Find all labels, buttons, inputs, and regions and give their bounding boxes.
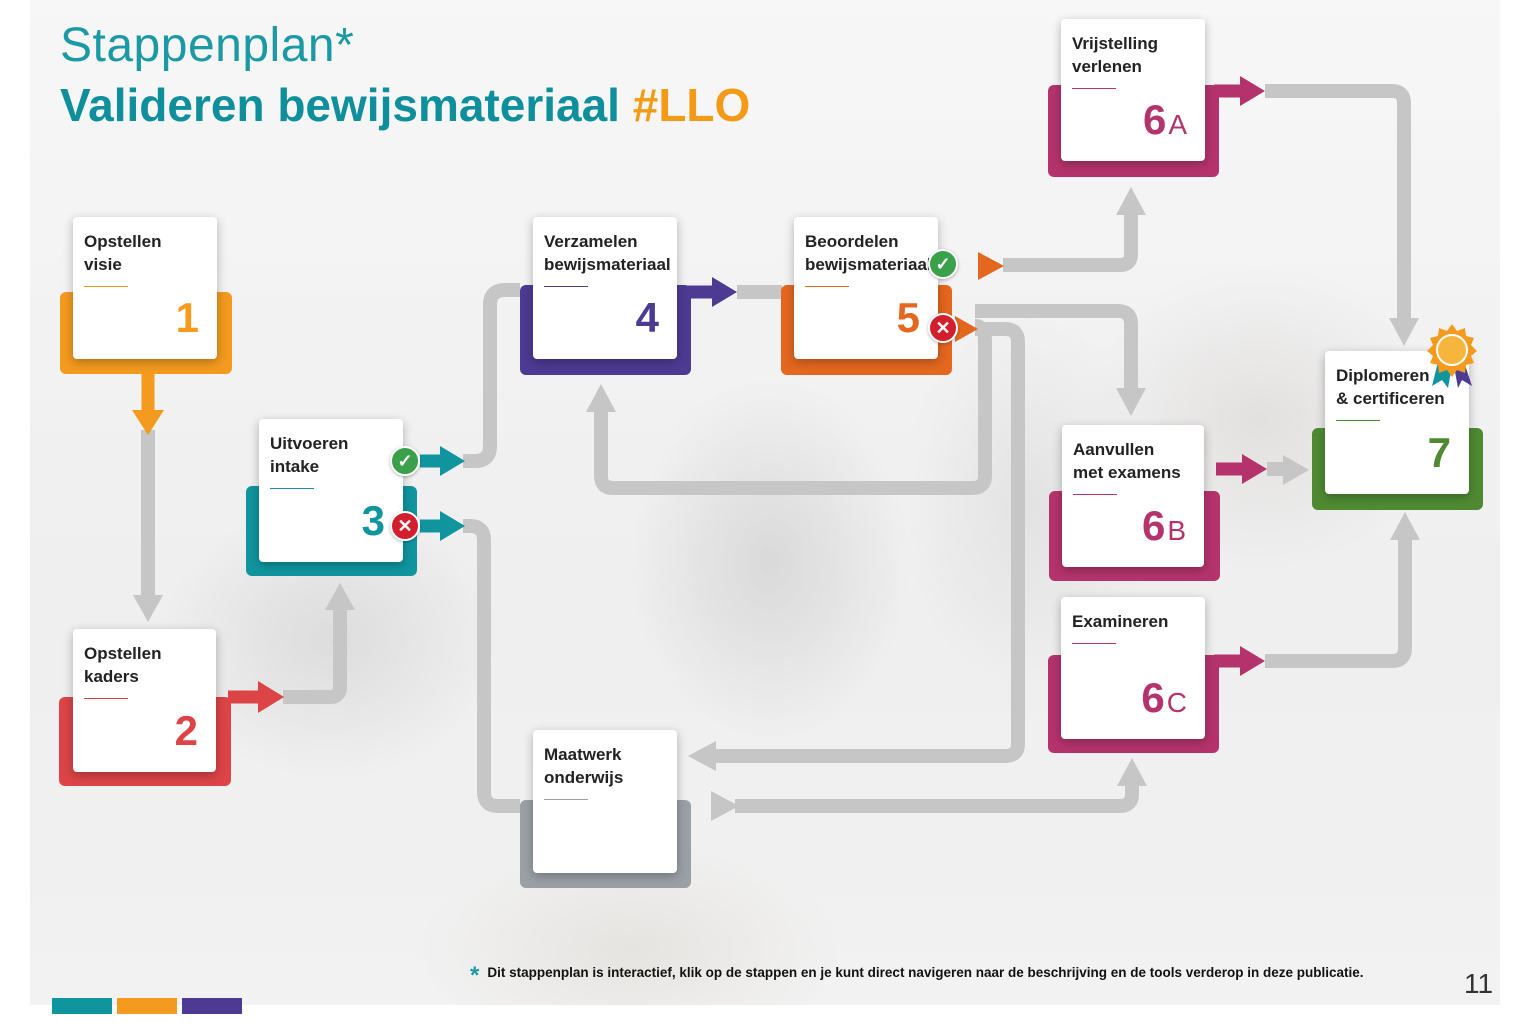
step-m-divider — [544, 799, 588, 800]
step-5-number-main: 5 — [896, 294, 920, 341]
step-2-card[interactable]: Opstellen kaders 2 — [73, 629, 216, 772]
step-5-label: Beoordelen bewijsmateriaal — [805, 232, 932, 274]
connector-5-to-maatwerk — [716, 322, 1025, 763]
step-1-number: 1 — [176, 297, 199, 339]
step-3-number: 3 — [362, 500, 385, 542]
arrowhead-up-6A — [1116, 187, 1146, 215]
step-1-card[interactable]: Opstellen visie 1 — [73, 217, 217, 359]
step-5-number: 5 — [897, 297, 920, 339]
step-2-number-main: 2 — [174, 707, 198, 754]
arrowhead-down-6B — [1116, 388, 1146, 416]
step-4-number: 4 — [636, 297, 659, 339]
step-3-label: Uitvoeren intake — [270, 434, 349, 476]
step-6b-card[interactable]: Aanvullen met examens 6B — [1062, 425, 1204, 567]
step-6a-number-suffix: A — [1168, 109, 1187, 140]
arrowhead-down-2 — [133, 595, 163, 622]
footnote: * Dit stappenplan is interactief, klik op… — [470, 962, 1364, 990]
arrowhead-down-7 — [1389, 318, 1419, 346]
footer-bar-orange — [117, 998, 177, 1014]
step-6c-number: 6C — [1141, 677, 1187, 724]
connector-5-to-6A — [1003, 215, 1138, 272]
arrow-3-no-head — [440, 511, 465, 541]
step-4-number-main: 4 — [635, 294, 659, 341]
arrowhead-left-maatwerk — [688, 741, 716, 771]
step-6c-divider — [1072, 643, 1116, 644]
step-6a-card[interactable]: Vrijstelling verlenen 6A — [1061, 19, 1205, 161]
step-6a-divider — [1072, 88, 1116, 89]
step-3-divider — [270, 488, 314, 489]
arrowhead-up-6C — [1117, 758, 1147, 786]
step-m-card[interactable]: Maatwerk onderwijs — [533, 730, 677, 873]
step-2-label: Opstellen kaders — [84, 644, 162, 686]
arrow-6C-right-head — [1240, 646, 1265, 676]
arrowhead-up-3 — [325, 583, 355, 610]
step-5-card[interactable]: Beoordelen bewijsmateriaal 5 — [794, 217, 938, 359]
award-rosette-icon — [1427, 324, 1477, 388]
subtitle-hashtag: #LLO — [632, 79, 751, 131]
arrowhead-up-7 — [1390, 512, 1420, 540]
step-1-divider — [84, 286, 128, 287]
arrow-6A-right-head — [1240, 76, 1265, 106]
step-7-label: Diplomeren & certificeren — [1336, 366, 1445, 408]
connector-5-to-6B — [975, 304, 1138, 390]
step-6b-divider — [1073, 494, 1117, 495]
step-1-label: Opstellen visie — [84, 232, 162, 274]
footer-bar-teal — [52, 998, 112, 1014]
step-2-divider — [84, 698, 128, 699]
step-6c-card[interactable]: Examineren 6C — [1061, 597, 1205, 739]
footnote-star: * — [470, 962, 480, 989]
x-circle-icon: ✕ — [928, 313, 958, 343]
arrow-4-right-head — [712, 277, 737, 307]
arrow-2-right-head — [258, 681, 284, 713]
step-6c-label: Examineren — [1072, 612, 1169, 631]
step-7-divider — [1336, 420, 1380, 421]
page-subtitle: Valideren bewijsmateriaal #LLO — [60, 78, 750, 132]
arrow-3-ok-head — [440, 446, 465, 476]
subtitle-main: Valideren bewijsmateriaal — [60, 79, 620, 131]
step-2-number: 2 — [175, 710, 198, 752]
step-3-card[interactable]: Uitvoeren intake 3 — [259, 419, 403, 562]
page-title: Stappenplan* — [60, 19, 355, 72]
arrow-5-ok-head — [978, 252, 1004, 280]
step-4-label: Verzamelen bewijsmateriaal — [544, 232, 671, 274]
step-5-divider — [805, 286, 849, 287]
x-circle-icon: ✕ — [390, 511, 420, 541]
footer-bar-purple — [182, 998, 242, 1014]
footnote-text: Dit stappenplan is interactief, klik op … — [487, 965, 1364, 980]
check-circle-icon: ✓ — [390, 446, 420, 476]
step-6b-number-main: 6 — [1141, 502, 1166, 549]
step-6a-number-main: 6 — [1142, 96, 1167, 143]
connector-maatwerk-to-6C — [735, 786, 1139, 813]
step-7-card[interactable]: Diplomeren & certificeren 7 — [1325, 351, 1469, 494]
arrow-6B-right-head — [1242, 454, 1267, 484]
step-6b-label: Aanvullen met examens — [1073, 440, 1181, 482]
step-6c-number-main: 6 — [1141, 674, 1165, 721]
step-6a-number: 6A — [1143, 99, 1187, 146]
page-number: 11 — [1464, 968, 1494, 999]
arrowhead-right-7 — [1283, 455, 1309, 485]
arrowhead-right-maatwerk — [711, 791, 739, 821]
connector-3-to-4 — [463, 283, 520, 468]
step-7-number: 7 — [1428, 432, 1451, 474]
step-6b-number-suffix: B — [1167, 515, 1186, 546]
arrow-1-down-head — [132, 410, 164, 435]
step-3-number-main: 3 — [361, 497, 385, 544]
connector-6A-to-7 — [1265, 84, 1411, 318]
step-1-number-main: 1 — [175, 294, 199, 341]
connector-2-to-3 — [283, 610, 347, 704]
step-4-card[interactable]: Verzamelen bewijsmateriaal 4 — [533, 217, 677, 359]
check-circle-icon: ✓ — [928, 249, 958, 279]
step-6c-number-suffix: C — [1166, 687, 1187, 718]
step-6b-number: 6B — [1142, 505, 1186, 552]
connector-3-to-maatwerk — [463, 519, 520, 813]
connector-6C-to-7 — [1265, 540, 1412, 668]
step-4-divider — [544, 286, 588, 287]
arrow-5-no-head — [955, 316, 978, 342]
step-7-number-main: 7 — [1427, 429, 1451, 476]
arrowhead-up-4 — [586, 384, 616, 412]
step-m-label: Maatwerk onderwijs — [544, 745, 624, 787]
step-6a-label: Vrijstelling verlenen — [1072, 34, 1158, 76]
